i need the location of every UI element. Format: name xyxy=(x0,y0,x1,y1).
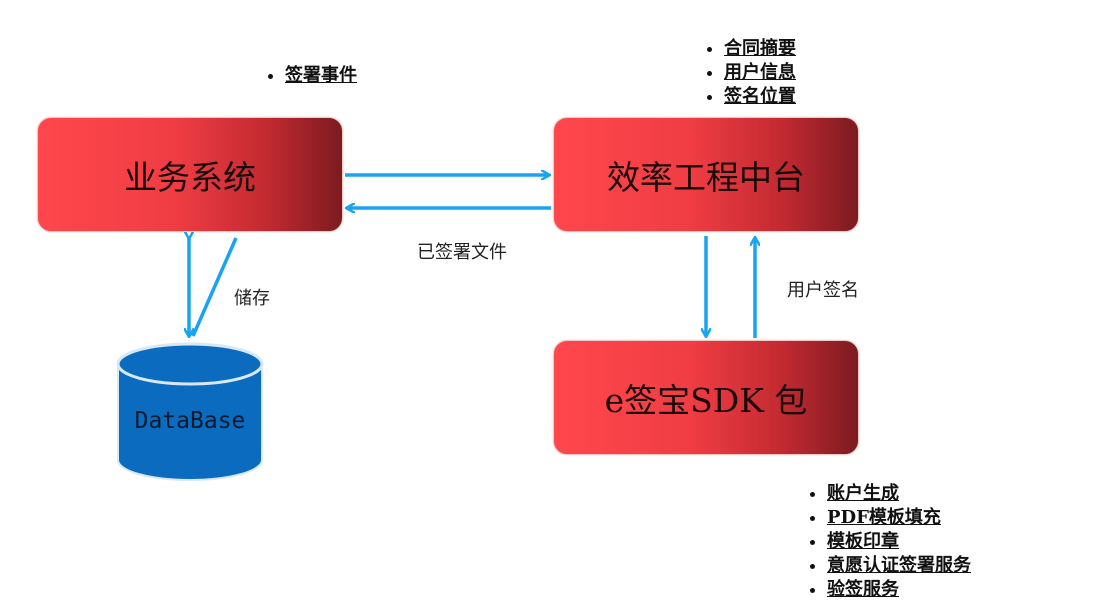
store-label: 储存 xyxy=(234,288,270,309)
efficiency-platform-label: 效率工程中台 xyxy=(607,157,805,197)
efficiency-platform-box: 效率工程中台 xyxy=(553,117,859,232)
platform-notes-list: 合同摘要 用户信息 签名位置 xyxy=(696,37,796,109)
business-system-box: 业务系统 xyxy=(37,117,343,232)
sdk-notes-list: 账户生成 PDF模板填充 模板印章 意愿认证签署服务 验签服务 xyxy=(799,482,971,602)
list-item: 模板印章 xyxy=(827,530,971,554)
business-system-label: 业务系统 xyxy=(124,157,256,197)
esign-sdk-label: e签宝SDK 包 xyxy=(604,380,808,420)
signed-files-label: 已签署文件 xyxy=(417,242,507,263)
list-item: 合同摘要 xyxy=(724,37,796,61)
database-cylinder-icon xyxy=(116,342,264,481)
arrow-store xyxy=(191,237,238,337)
database-label: DataBase xyxy=(134,408,246,434)
business-notes-list: 签署事件 xyxy=(257,64,357,88)
list-item: 用户信息 xyxy=(724,61,796,85)
list-item: 意愿认证签署服务 xyxy=(827,554,971,578)
list-item: PDF模板填充 xyxy=(827,506,971,530)
list-item: 签名位置 xyxy=(724,85,796,109)
list-item: 账户生成 xyxy=(827,482,971,506)
list-item: 签署事件 xyxy=(285,64,357,88)
esign-sdk-box: e签宝SDK 包 xyxy=(553,340,859,455)
list-item: 验签服务 xyxy=(827,578,971,602)
user-sign-label: 用户签名 xyxy=(787,280,859,301)
